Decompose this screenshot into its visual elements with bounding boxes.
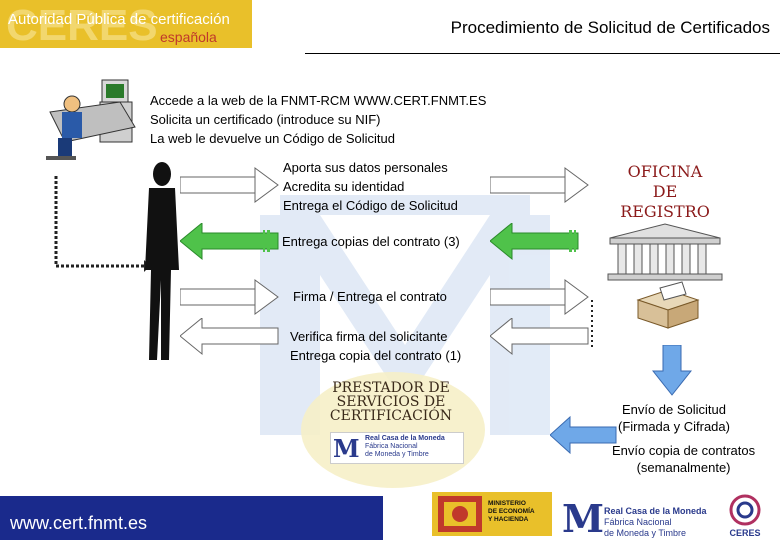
arrow-down-blue <box>651 344 693 402</box>
title-divider <box>305 53 780 54</box>
ministerio-line-1: MINISTERIO <box>488 500 526 507</box>
arrow-right-3 <box>179 272 280 327</box>
envio-solicitud-text: Envío de Solicitud (Firmada y Cifrada) <box>618 401 730 435</box>
rcm-line-3: de Moneda y Timbre <box>604 528 687 538</box>
arrow-left-5 <box>489 316 590 363</box>
arrow-right-1 <box>179 160 280 215</box>
office-line-3: REGISTRO <box>620 202 710 221</box>
step4-text: Verifica firma del solicitante Entrega c… <box>290 327 461 365</box>
ministerio-line-3: Y HACIENDA <box>488 516 529 523</box>
step1-text: Aporta sus datos personales Acredita su … <box>283 158 458 215</box>
building-icon <box>600 222 730 287</box>
dotted-connector <box>40 170 150 285</box>
arrow-right-4 <box>489 272 590 327</box>
prestador-line-3: CERTIFICACIÓN <box>329 408 453 424</box>
step4-line-1: Verifica firma del solicitante <box>290 329 448 344</box>
bar-marker-right <box>568 228 582 261</box>
ministerio-logo: MINISTERIO DE ECONOMÍA Y HACIENDA <box>432 492 552 536</box>
oficina-registro-label: OFICINA DE REGISTRO <box>605 162 725 222</box>
arrow-left-4 <box>179 316 280 363</box>
intro-line-1: Accede a la web de la FNMT-RCM WWW.CERT.… <box>150 93 487 108</box>
prestador-line-2: SERVICIOS DE <box>336 394 446 410</box>
page-title: Procedimiento de Solicitud de Certificad… <box>450 18 770 37</box>
fnmt-badge-line-1: Real Casa de la Moneda <box>365 435 445 442</box>
ceres-logo-line2: española <box>160 29 217 45</box>
fnmt-badge-line-2: Fábrica Nacional <box>365 443 418 450</box>
svg-text:M: M <box>333 434 360 463</box>
prestador-label: PRESTADOR DE SERVICIOS DE CERTIFICACIÓN <box>316 381 466 423</box>
envio-solicitud-line-2: (Firmada y Cifrada) <box>618 419 730 434</box>
ceres-small-text: CERES <box>729 528 761 538</box>
intro-line-3: La web le devuelve un Código de Solicitu… <box>150 131 396 146</box>
step1-line-3: Entrega el Código de Solicitud <box>283 198 458 213</box>
step4-line-2: Entrega copia del contrato (1) <box>290 348 462 363</box>
step1-line-1: Aporta sus datos personales <box>283 160 448 175</box>
arrow-left-green-1 <box>179 221 280 268</box>
intro-line-2: Solicita un certificado (introduce su NI… <box>150 112 381 127</box>
envio-contratos-line-1: Envío copia de contratos <box>612 443 756 458</box>
rcm-line-2: Fábrica Nacional <box>604 517 672 527</box>
intro-text: Accede a la web de la FNMT-RCM WWW.CERT.… <box>150 91 486 148</box>
ceres-logo-line1: Autoridad Pública de certificación <box>8 11 230 28</box>
ministerio-line-2: DE ECONOMÍA <box>488 508 535 515</box>
arrow-right-2 <box>489 160 590 215</box>
fnmt-badge-line-3: de Moneda y Timbre <box>365 451 429 458</box>
rcm-line-1: Real Casa de la Moneda <box>604 506 707 516</box>
fnmt-badge: M Real Casa de la Moneda Fábrica Naciona… <box>330 432 464 464</box>
prestador-line-1: PRESTADOR DE <box>332 380 450 396</box>
envio-contratos-text: Envío copia de contratos (semanalmente) <box>612 442 755 476</box>
step3-text: Firma / Entrega el contrato <box>293 289 447 304</box>
footer-url[interactable]: www.cert.fnmt.es <box>10 513 148 533</box>
office-line-2: DE <box>652 182 678 201</box>
step2-text: Entrega copias del contrato (3) <box>282 234 460 249</box>
svg-text:M: M <box>562 496 604 538</box>
arrow-left-blue <box>549 415 620 460</box>
office-line-1: OFICINA <box>627 162 703 181</box>
computer-user-icon <box>40 72 140 172</box>
person-silhouette <box>135 160 190 375</box>
footer-url-bar: www.cert.fnmt.es <box>0 496 383 540</box>
envio-contratos-line-2: (semanalmente) <box>636 460 731 475</box>
ceres-logo-word: CERES <box>6 1 158 48</box>
rcm-logo: M Real Casa de la Moneda Fábrica Naciona… <box>560 492 720 538</box>
bar-marker-left <box>262 228 276 261</box>
step1-line-2: Acredita su identidad <box>283 179 405 194</box>
arrow-left-green-2 <box>489 221 590 268</box>
ceres-logo: CERES Autoridad Pública de certificación… <box>0 0 252 48</box>
envio-solicitud-line-1: Envío de Solicitud <box>621 402 727 417</box>
open-box-icon <box>628 280 708 335</box>
ceres-small-logo: CERES <box>715 490 775 540</box>
dotted-vertical-line <box>588 300 596 355</box>
